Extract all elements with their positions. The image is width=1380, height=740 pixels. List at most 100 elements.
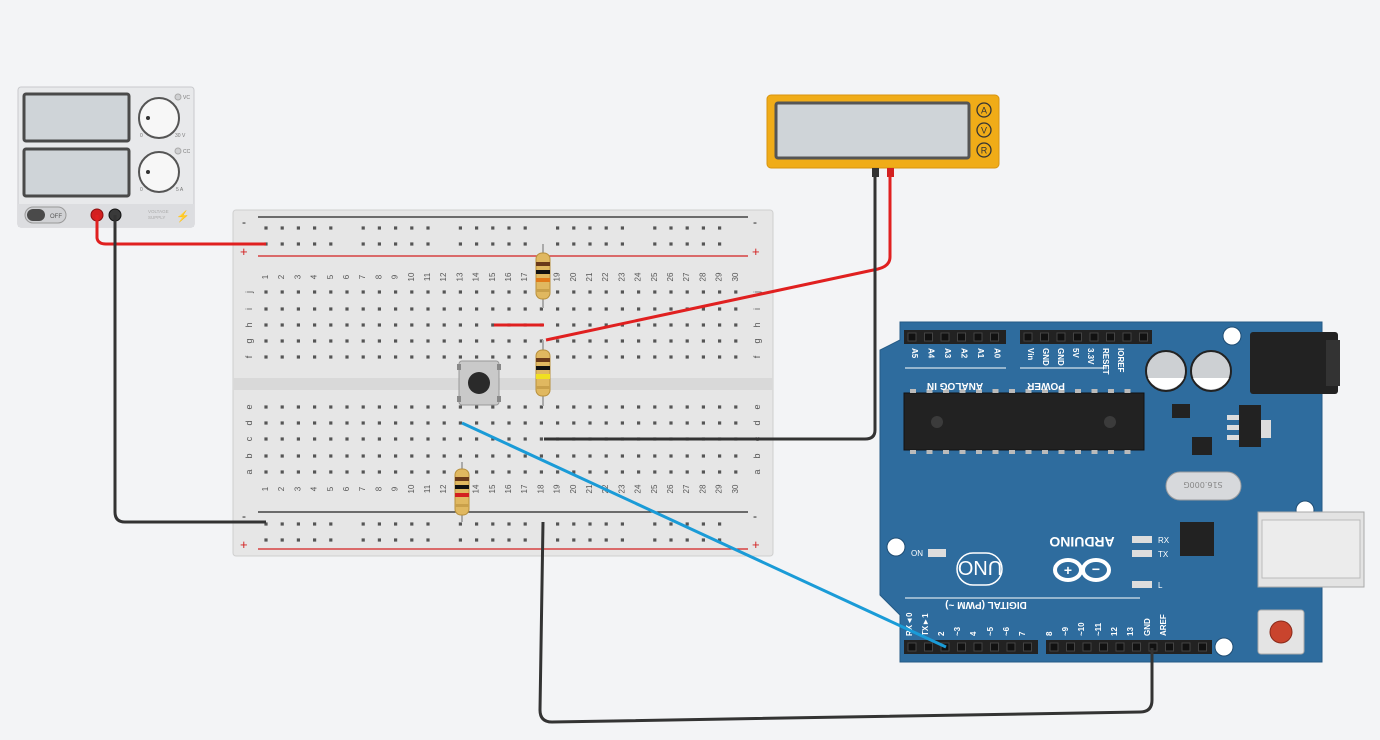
- rail-hole[interactable]: [588, 522, 592, 526]
- terminal-hole[interactable]: [637, 470, 641, 474]
- terminal-hole[interactable]: [280, 454, 284, 458]
- terminal-hole[interactable]: [313, 323, 317, 327]
- terminal-hole[interactable]: [296, 421, 300, 425]
- rail-hole[interactable]: [394, 226, 398, 230]
- terminal-hole[interactable]: [556, 339, 560, 343]
- terminal-hole[interactable]: [523, 355, 527, 359]
- terminal-hole[interactable]: [507, 307, 511, 311]
- terminal-hole[interactable]: [329, 339, 333, 343]
- rail-hole[interactable]: [572, 226, 576, 230]
- terminal-hole[interactable]: [475, 470, 479, 474]
- terminal-hole[interactable]: [637, 323, 641, 327]
- terminal-hole[interactable]: [426, 437, 430, 441]
- terminal-hole[interactable]: [329, 323, 333, 327]
- terminal-hole[interactable]: [491, 470, 495, 474]
- terminal-hole[interactable]: [701, 421, 705, 425]
- terminal-hole[interactable]: [572, 470, 576, 474]
- terminal-hole[interactable]: [572, 290, 576, 294]
- terminal-hole[interactable]: [507, 405, 511, 409]
- terminal-hole[interactable]: [491, 323, 495, 327]
- mode-ohms-button[interactable]: R: [976, 142, 992, 158]
- mode-volts-button[interactable]: V: [976, 122, 992, 138]
- terminal-hole[interactable]: [345, 290, 349, 294]
- rail-hole[interactable]: [426, 226, 430, 230]
- terminal-hole[interactable]: [377, 290, 381, 294]
- rail-hole[interactable]: [329, 242, 333, 246]
- terminal-hole[interactable]: [572, 339, 576, 343]
- terminal-hole[interactable]: [637, 307, 641, 311]
- terminal-hole[interactable]: [426, 339, 430, 343]
- terminal-hole[interactable]: [361, 307, 365, 311]
- terminal-hole[interactable]: [734, 355, 738, 359]
- rail-hole[interactable]: [556, 242, 560, 246]
- terminal-hole[interactable]: [653, 405, 657, 409]
- rail-hole[interactable]: [701, 242, 705, 246]
- terminal-hole[interactable]: [718, 355, 722, 359]
- terminal-hole[interactable]: [588, 339, 592, 343]
- terminal-hole[interactable]: [345, 339, 349, 343]
- terminal-hole[interactable]: [637, 339, 641, 343]
- rail-hole[interactable]: [669, 242, 673, 246]
- terminal-hole[interactable]: [361, 339, 365, 343]
- rail-hole[interactable]: [475, 242, 479, 246]
- terminal-hole[interactable]: [604, 339, 608, 343]
- terminal-hole[interactable]: [313, 307, 317, 311]
- terminal-hole[interactable]: [394, 421, 398, 425]
- terminal-hole[interactable]: [685, 470, 689, 474]
- terminal-hole[interactable]: [442, 355, 446, 359]
- rail-hole[interactable]: [377, 538, 381, 542]
- rail-hole[interactable]: [588, 538, 592, 542]
- terminal-hole[interactable]: [523, 290, 527, 294]
- terminal-hole[interactable]: [669, 470, 673, 474]
- rail-hole[interactable]: [361, 522, 365, 526]
- wire-supply-negative[interactable]: [113, 215, 266, 524]
- mode-amps-button[interactable]: A: [976, 102, 992, 118]
- terminal-hole[interactable]: [410, 470, 414, 474]
- terminal-hole[interactable]: [296, 339, 300, 343]
- rail-hole[interactable]: [313, 226, 317, 230]
- terminal-hole[interactable]: [475, 405, 479, 409]
- terminal-hole[interactable]: [491, 339, 495, 343]
- terminal-hole[interactable]: [394, 355, 398, 359]
- terminal-hole[interactable]: [653, 339, 657, 343]
- terminal-hole[interactable]: [588, 421, 592, 425]
- terminal-hole[interactable]: [523, 339, 527, 343]
- terminal-hole[interactable]: [296, 323, 300, 327]
- terminal-hole[interactable]: [442, 323, 446, 327]
- terminal-hole[interactable]: [296, 437, 300, 441]
- terminal-hole[interactable]: [329, 307, 333, 311]
- rail-hole[interactable]: [458, 538, 462, 542]
- rail-hole[interactable]: [620, 226, 624, 230]
- rail-hole[interactable]: [701, 538, 705, 542]
- terminal-hole[interactable]: [507, 339, 511, 343]
- rail-hole[interactable]: [523, 538, 527, 542]
- rail-hole[interactable]: [361, 226, 365, 230]
- terminal-hole[interactable]: [361, 437, 365, 441]
- terminal-hole[interactable]: [458, 454, 462, 458]
- rail-hole[interactable]: [296, 538, 300, 542]
- rail-hole[interactable]: [507, 538, 511, 542]
- terminal-hole[interactable]: [491, 421, 495, 425]
- terminal-hole[interactable]: [604, 421, 608, 425]
- rail-hole[interactable]: [507, 522, 511, 526]
- terminal-hole[interactable]: [556, 421, 560, 425]
- rail-hole[interactable]: [264, 522, 268, 526]
- terminal-hole[interactable]: [280, 405, 284, 409]
- terminal-hole[interactable]: [718, 421, 722, 425]
- rail-hole[interactable]: [410, 226, 414, 230]
- rail-hole[interactable]: [507, 226, 511, 230]
- terminal-hole[interactable]: [539, 454, 543, 458]
- terminal-hole[interactable]: [491, 405, 495, 409]
- terminal-hole[interactable]: [685, 454, 689, 458]
- terminal-hole[interactable]: [620, 355, 624, 359]
- terminal-hole[interactable]: [426, 405, 430, 409]
- rail-hole[interactable]: [377, 242, 381, 246]
- terminal-hole[interactable]: [604, 323, 608, 327]
- rail-hole[interactable]: [523, 242, 527, 246]
- rail-hole[interactable]: [669, 538, 673, 542]
- rail-hole[interactable]: [491, 538, 495, 542]
- terminal-hole[interactable]: [604, 470, 608, 474]
- terminal-hole[interactable]: [345, 323, 349, 327]
- terminal-hole[interactable]: [653, 470, 657, 474]
- terminal-hole[interactable]: [701, 405, 705, 409]
